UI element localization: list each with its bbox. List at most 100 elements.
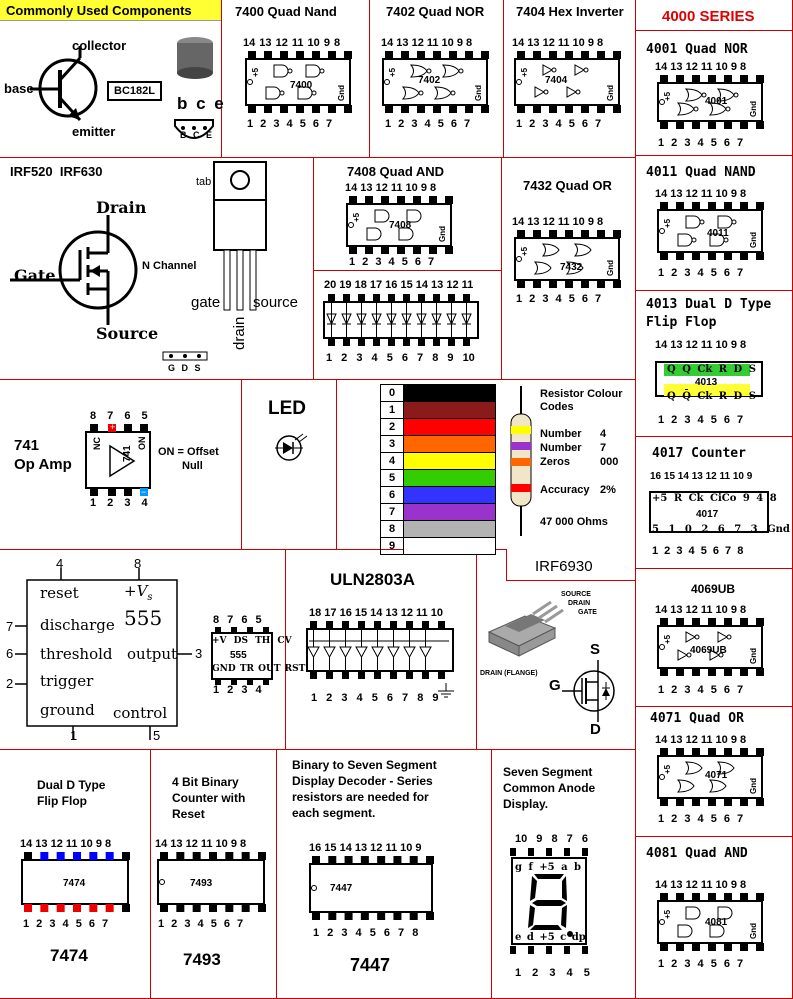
ic-pin: [40, 852, 49, 860]
ic-pin: [209, 904, 217, 912]
ic-pin: [660, 202, 668, 210]
ic-pin: [328, 294, 335, 302]
timer555-output-label: output: [127, 645, 178, 663]
gate-symbol: [441, 64, 460, 78]
vcc-label: +5: [663, 634, 672, 644]
divider: [501, 157, 502, 379]
divider: [276, 749, 277, 999]
resistor-band2-value: 7: [600, 442, 607, 454]
chip-4017-diagram: [649, 491, 769, 533]
ic-pin: [312, 856, 320, 864]
ic-pin: [403, 338, 410, 346]
ic-pin: [209, 852, 217, 860]
resistor-color-swatch: [404, 521, 495, 537]
chip-4071-title: 4071 Quad OR: [650, 711, 744, 726]
chip-7474-top-pins: 14 13 12 11 10 9 8: [20, 838, 112, 850]
ic-pin: [438, 671, 445, 679]
vcc-label: +5: [663, 218, 672, 228]
ic-pin: [365, 246, 373, 254]
divider: [635, 30, 793, 31]
timer555-pin1: 1: [70, 728, 78, 743]
ic-pin: [192, 852, 201, 860]
gate-symbol: [305, 64, 321, 78]
led-bargraph-diagram: [323, 294, 479, 346]
gate-symbol: [533, 261, 552, 275]
gate-symbol: [717, 631, 729, 643]
resistor-code-row: 0: [380, 384, 496, 402]
ic-pin: [56, 904, 65, 912]
ic-pin: [756, 668, 764, 676]
ic-pin: [740, 668, 748, 676]
gate-symbol: [398, 227, 414, 241]
bjt-symbol: [30, 46, 98, 122]
ic-pin: [740, 121, 748, 129]
ic-pin: [264, 51, 272, 59]
chip-4017-title: 4017 Counter: [652, 446, 746, 461]
chip-7493-label: 7493: [190, 878, 213, 889]
bjt-base-label: base: [4, 81, 34, 96]
ic-pin: [660, 893, 668, 901]
ic-pin: [465, 105, 473, 113]
sevenseg-title-line3: Display.: [503, 797, 549, 811]
chip-4081-top-pins: 14 13 12 11 10 9 8: [655, 879, 747, 891]
gnd-label: Gnd: [606, 260, 615, 276]
sevenseg-bottom-pins: 1 2 3 4 5: [515, 967, 590, 979]
vcc-label: +5: [663, 909, 672, 919]
ic-pin: [358, 621, 365, 629]
gate-symbol: [676, 102, 695, 116]
resistor-band3-label: Zeros: [540, 456, 570, 468]
ic-pin: [613, 105, 621, 113]
chip-7402-title: 7402 Quad NOR: [386, 4, 485, 19]
timer555-pin3: 3: [195, 646, 203, 661]
ic-pin: [248, 105, 256, 113]
chip-7474-bottom-pins: 1 2 3 4 5 6 7: [23, 918, 109, 930]
ic-pin: [258, 904, 266, 912]
resistor-title-line2: Codes: [540, 401, 574, 413]
opamp-top-pins: 8 7 6 5: [90, 410, 148, 422]
bjt-emitter-label: emitter: [72, 124, 116, 139]
ic-pin: [481, 51, 489, 59]
ic-pin: [708, 75, 716, 83]
chip-7402-top-pins: 14 13 12 11 10 9 8: [381, 37, 473, 49]
ic-pin: [393, 856, 402, 864]
vcc-label: +5: [520, 246, 529, 256]
ic-pin: [660, 748, 668, 756]
ic-pin: [433, 51, 441, 59]
chip-7447-diagram: [309, 856, 434, 920]
divider: [503, 0, 504, 157]
ic-pin: [463, 338, 470, 346]
section-header-common: Commonly Used Components: [0, 0, 221, 21]
ic-pin: [549, 230, 557, 238]
ic-pin: [418, 338, 425, 346]
divider: [0, 157, 635, 158]
chip-7447-title-line1: Binary to Seven Segment: [292, 758, 437, 772]
ic-pin: [105, 904, 114, 912]
ic-pin: [105, 852, 114, 860]
ic-pin: [692, 202, 700, 210]
ic-pin: [406, 621, 413, 629]
chip-7432-title: 7432 Quad OR: [523, 178, 612, 193]
ic-pin: [549, 280, 557, 288]
mosfet-channel-label: N Channel: [142, 260, 197, 272]
ic-pin: [533, 105, 541, 113]
ic-pin: [740, 252, 748, 260]
gate-symbol: [684, 761, 703, 775]
chip-4013-diagram: [655, 361, 763, 397]
ic-pin: [740, 618, 748, 626]
ic-pin: [433, 338, 440, 346]
divider: [285, 549, 286, 749]
divider: [635, 290, 793, 291]
gnd-label: Gnd: [749, 101, 758, 117]
ic-pin: [676, 943, 684, 951]
chip-7493-title-line3: Reset: [172, 807, 205, 821]
timer555-vs-label: +Vs: [124, 582, 153, 603]
divider: [635, 706, 793, 707]
mosfet-pinout-label: G D S: [168, 363, 203, 373]
ic-pin: [438, 621, 445, 629]
ic-pin: [740, 202, 748, 210]
ic-pin: [708, 252, 716, 260]
svg-text:−: −: [141, 487, 146, 497]
gnd-label: Gnd: [749, 778, 758, 794]
